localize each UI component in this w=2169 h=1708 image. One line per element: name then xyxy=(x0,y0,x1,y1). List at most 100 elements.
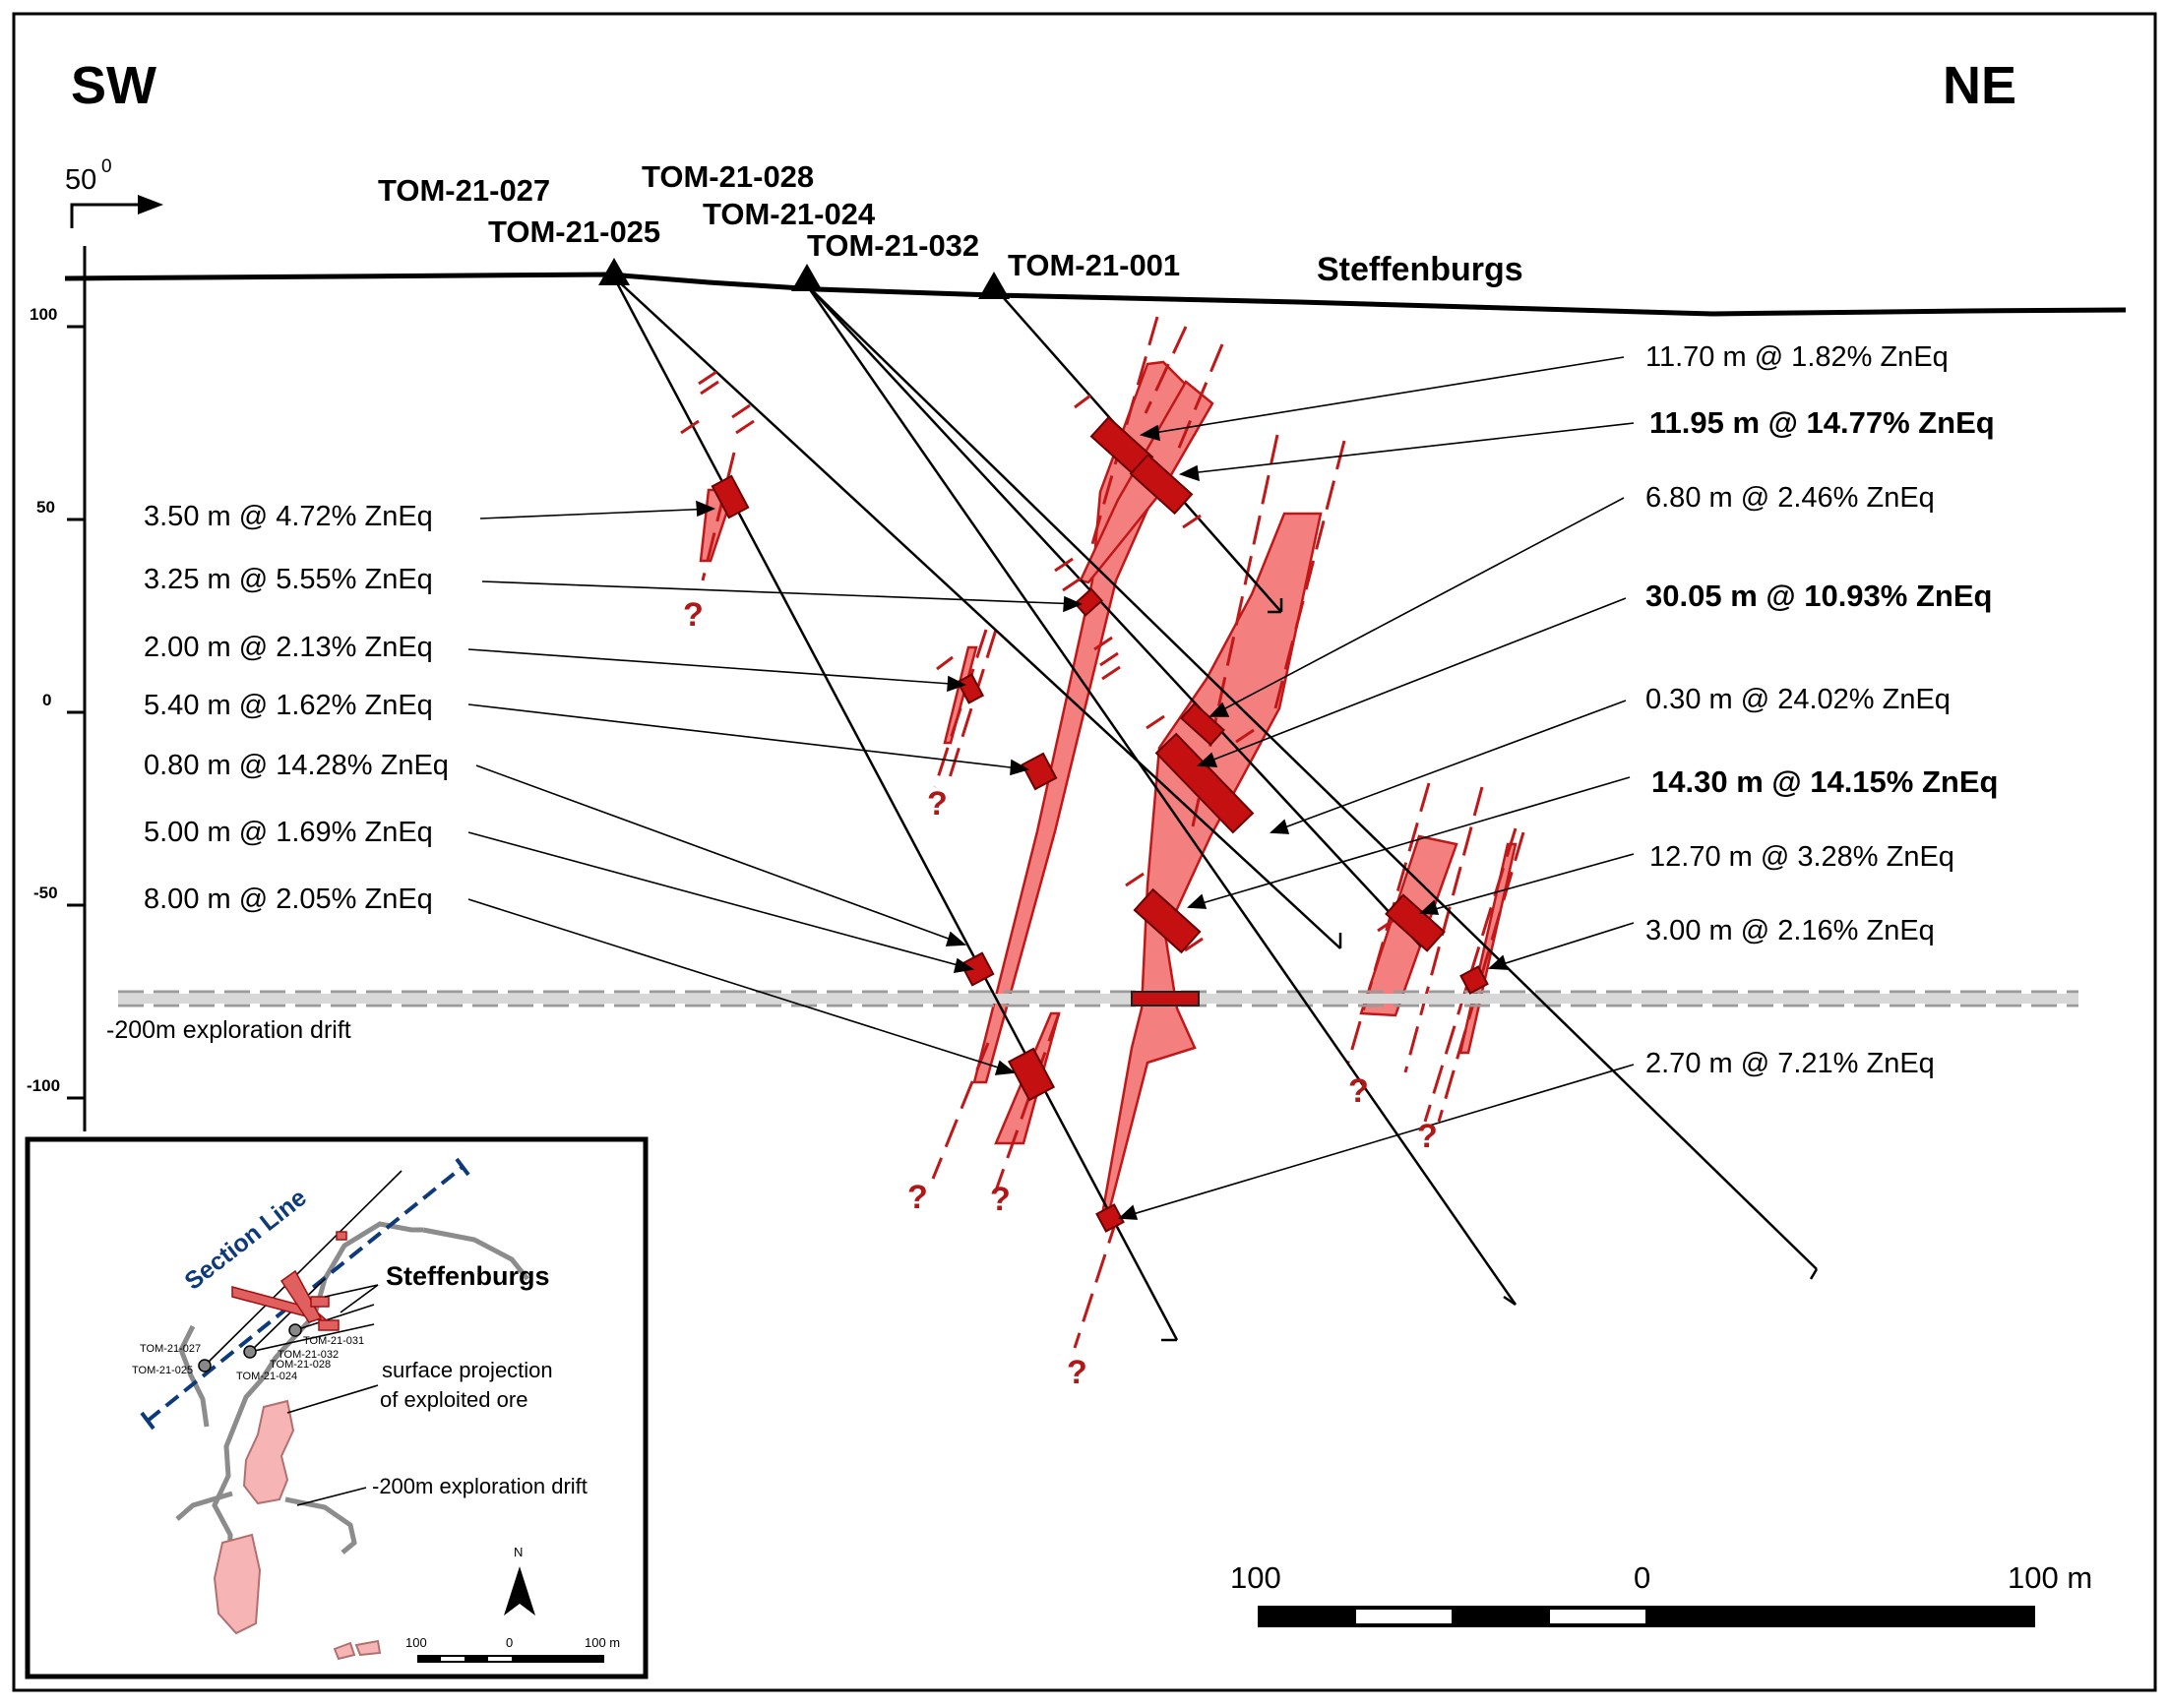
arrowhead-icon xyxy=(945,931,967,946)
section-line-end xyxy=(455,1157,470,1177)
leader-line xyxy=(1209,497,1625,717)
intercept-label-right: 11.70 m @ 1.82% ZnEq xyxy=(1645,341,1949,373)
dash-line xyxy=(1403,786,1484,1073)
leader-line xyxy=(1188,776,1631,908)
arrowhead-icon xyxy=(947,675,967,693)
tick xyxy=(700,380,719,396)
intercept-label-right: 0.30 m @ 24.02% ZnEq xyxy=(1645,684,1951,715)
leader-line xyxy=(475,764,965,946)
inset-hole-label: TOM-21-024 xyxy=(236,1371,297,1382)
inset-ore xyxy=(318,1319,340,1331)
elevation-axis: 100 50 0 -50 -100 xyxy=(27,246,87,1131)
question-mark: ? xyxy=(907,1179,928,1216)
leader-lines xyxy=(467,356,1635,1220)
inset-hole-trace xyxy=(294,1304,375,1331)
hole-end xyxy=(1809,1268,1819,1280)
tick xyxy=(1184,937,1204,952)
inset-tunnel xyxy=(422,1227,529,1281)
inset-ore-note-1: surface projection xyxy=(382,1358,553,1382)
scale-label-mid: 0 xyxy=(1634,1560,1650,1595)
intercept-label-left: 5.00 m @ 1.69% ZnEq xyxy=(144,817,433,848)
question-mark: ? xyxy=(1417,1118,1438,1155)
arrowhead-icon xyxy=(1488,954,1509,970)
leader-line xyxy=(467,703,1028,770)
question-mark: ? xyxy=(990,1181,1011,1218)
tick xyxy=(1099,651,1119,667)
ne-label: NE xyxy=(1943,56,2016,115)
scale-bar-segment xyxy=(1356,1610,1452,1623)
leader-line xyxy=(467,648,965,686)
hole-trace-027 xyxy=(612,276,1179,1341)
inset-scale-segment xyxy=(441,1657,465,1661)
inset-hole-label: TOM-21-032 xyxy=(278,1349,339,1361)
scale-label-left: 100 xyxy=(1230,1560,1281,1595)
leader-line xyxy=(467,831,973,970)
intercept-label-right: 14.30 m @ 14.15% ZnEq xyxy=(1651,764,1998,799)
hole-trace-032 xyxy=(806,284,1422,947)
elev-label-50: 50 xyxy=(36,498,55,517)
collar-icon-027-025 xyxy=(598,258,630,285)
ore-zone-small-lens xyxy=(943,645,978,745)
inset-scale-left: 100 xyxy=(405,1635,427,1650)
azimuth-value: 50 xyxy=(65,164,96,196)
dash-line xyxy=(933,629,988,788)
intercept-box xyxy=(1074,587,1103,617)
inset-hole-label: TOM-21-028 xyxy=(270,1359,331,1371)
tick xyxy=(1074,394,1091,409)
azimuth-arrow-shaft xyxy=(70,203,138,228)
intercept-label-right: 30.05 m @ 10.93% ZnEq xyxy=(1645,579,1992,613)
elev-label-100: 100 xyxy=(30,305,57,324)
leader-line xyxy=(1119,1064,1635,1219)
inset-leader xyxy=(324,1284,379,1298)
hole-label-024: TOM-21-024 xyxy=(703,197,876,231)
exploration-drift: -200m exploration drift xyxy=(106,990,2078,1044)
dash-line xyxy=(931,1042,990,1180)
dash-line xyxy=(1144,326,1188,414)
hole-trace-025 xyxy=(613,276,1341,949)
intercept-box xyxy=(711,474,750,519)
inset-ore xyxy=(354,1639,382,1657)
inset-collar-icon xyxy=(288,1323,302,1337)
inset-collar-icon xyxy=(243,1345,257,1359)
inset-ore-note-2: of exploited ore xyxy=(380,1387,527,1412)
azimuth-degree: 0 xyxy=(101,156,112,177)
hole-ticks xyxy=(680,370,1396,952)
collar-icon-001 xyxy=(978,272,1010,299)
arrowhead-icon xyxy=(1197,752,1218,767)
leader-line xyxy=(1270,700,1627,833)
tick xyxy=(698,370,717,386)
intercept-label-right: 11.95 m @ 14.77% ZnEq xyxy=(1649,405,1995,440)
hole-label-025: TOM-21-025 xyxy=(488,214,660,249)
arrowhead-icon xyxy=(1010,759,1030,776)
intercepts xyxy=(711,415,1489,1233)
arrowhead-icon xyxy=(1139,424,1160,442)
drift-band xyxy=(118,994,2078,1004)
tick xyxy=(1146,714,1165,730)
dash-line xyxy=(994,1012,1061,1191)
inset-north-label: N xyxy=(514,1545,523,1559)
inset-collar-icon xyxy=(198,1359,212,1372)
elev-label-m100: -100 xyxy=(27,1076,60,1095)
intercept-label-left: 5.40 m @ 1.62% ZnEq xyxy=(144,690,433,721)
tick xyxy=(1054,557,1074,573)
question-mark: ? xyxy=(1348,1072,1369,1110)
scale-bar-segment xyxy=(1550,1610,1645,1623)
intercept-box xyxy=(960,951,995,987)
arrowhead-icon xyxy=(1063,595,1084,613)
hole-label-032: TOM-21-032 xyxy=(807,228,979,263)
intercept-label-left: 3.50 m @ 4.72% ZnEq xyxy=(144,501,433,532)
inset-scale-right: 100 m xyxy=(585,1635,620,1650)
inset-ore xyxy=(333,1641,356,1661)
intercept-box xyxy=(1129,453,1194,516)
arrowhead-icon xyxy=(696,500,716,518)
azimuth-arrow-icon xyxy=(138,195,163,214)
arrowhead-icon xyxy=(1419,899,1440,915)
elev-label-m50: -50 xyxy=(33,884,58,902)
arrowhead-icon xyxy=(1118,1204,1139,1220)
inset-tunnel xyxy=(212,1221,423,1615)
inset-hole-label: TOM-21-031 xyxy=(303,1335,364,1347)
intercept-label-left: 2.00 m @ 2.13% ZnEq xyxy=(144,632,433,663)
inset-place-label: Steffenburgs xyxy=(386,1261,550,1291)
inset-tunnel xyxy=(175,1491,233,1521)
